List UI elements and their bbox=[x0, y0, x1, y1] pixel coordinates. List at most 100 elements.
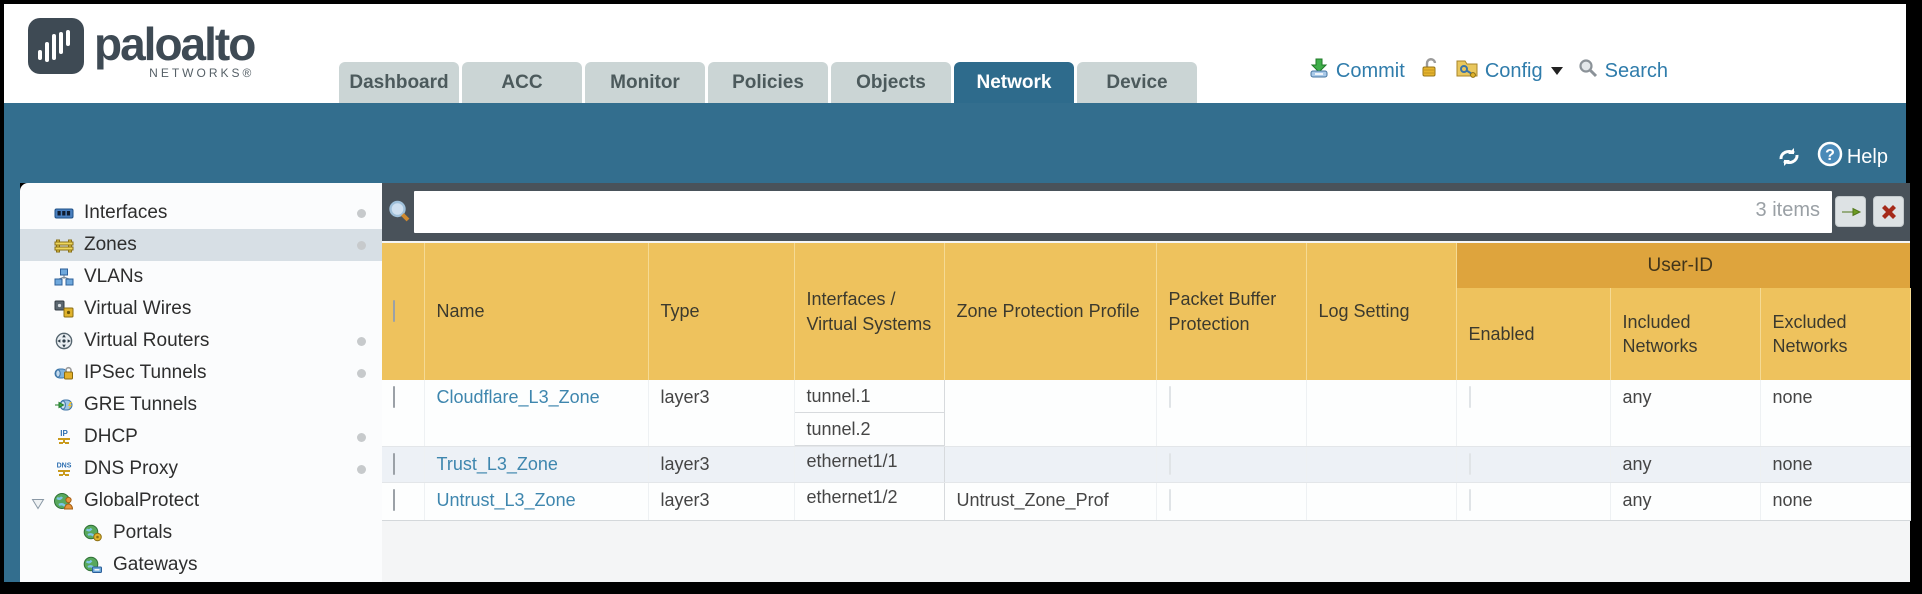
sidebar-item-virtual-routers[interactable]: Virtual Routers bbox=[20, 325, 382, 357]
globalprotect-icon bbox=[54, 491, 76, 511]
col-included-networks[interactable]: Included Networks bbox=[1610, 288, 1761, 380]
packet-buffer-protection-checkbox[interactable] bbox=[1168, 386, 1171, 408]
zones-table: Name Type Interfaces / Virtual Systems Z… bbox=[382, 243, 1911, 521]
chevron-down-icon bbox=[1550, 67, 1563, 75]
zone-interfaces: ethernet1/2 bbox=[793, 482, 945, 521]
col-type[interactable]: Type bbox=[648, 243, 795, 380]
filter-search-icon bbox=[387, 199, 413, 230]
zone-row-trust: Trust_L3_Zone layer3 ethernet1/1 any non… bbox=[382, 446, 1911, 483]
tab-monitor[interactable]: Monitor bbox=[585, 62, 705, 103]
col-log-setting[interactable]: Log Setting bbox=[1306, 243, 1457, 380]
row-select-cell bbox=[382, 482, 425, 521]
excluded-networks: none bbox=[1760, 446, 1911, 483]
help-button[interactable]: ? Help bbox=[1817, 141, 1888, 173]
lock-icon[interactable] bbox=[1419, 57, 1441, 85]
sidebar-item-virtual-wires[interactable]: Virtual Wires bbox=[20, 293, 382, 325]
col-interfaces[interactable]: Interfaces / Virtual Systems bbox=[794, 243, 945, 380]
tab-device[interactable]: Device bbox=[1077, 62, 1197, 103]
col-name[interactable]: Name bbox=[424, 243, 649, 380]
sidebar-item-interfaces[interactable]: Interfaces bbox=[20, 197, 382, 229]
commit-icon bbox=[1308, 57, 1330, 85]
packet-buffer-protection-checkbox[interactable] bbox=[1168, 453, 1171, 475]
left-edge-strip bbox=[4, 183, 20, 582]
zone-type: layer3 bbox=[648, 482, 795, 521]
sidebar-item-dhcp[interactable]: IP DHCP bbox=[20, 421, 382, 453]
tab-dashboard[interactable]: Dashboard bbox=[339, 62, 459, 103]
zone-name-link[interactable]: Trust_L3_Zone bbox=[436, 454, 558, 474]
filter-searchbox: 3 items bbox=[414, 191, 1832, 233]
zone-interfaces: ethernet1/1 bbox=[793, 446, 945, 483]
row-select-cell bbox=[382, 446, 425, 483]
tab-objects[interactable]: Objects bbox=[831, 62, 951, 103]
sidebar-item-globalprotect[interactable]: GlobalProtect bbox=[20, 485, 382, 517]
gateways-icon bbox=[83, 555, 105, 575]
log-setting bbox=[1306, 446, 1457, 483]
filter-input[interactable] bbox=[422, 195, 1732, 229]
svg-text:?: ? bbox=[1825, 147, 1835, 164]
zones-content-pane: 3 items bbox=[382, 183, 1911, 582]
zone-type: layer3 bbox=[648, 446, 795, 483]
col-enabled[interactable]: Enabled bbox=[1456, 288, 1611, 380]
row-checkbox[interactable] bbox=[393, 453, 395, 475]
brand-subtitle: NETWORKS® bbox=[149, 66, 255, 80]
sidebar-item-dns-proxy[interactable]: DNS DNS Proxy bbox=[20, 453, 382, 485]
row-select-cell bbox=[382, 380, 425, 447]
header-utilities: Commit Con bbox=[1308, 54, 1668, 88]
log-setting bbox=[1306, 380, 1457, 447]
user-id-enabled-checkbox[interactable] bbox=[1468, 386, 1471, 408]
network-nav-sidebar: Interfaces Zones bbox=[20, 183, 382, 582]
zone-interfaces: tunnel.1 tunnel.2 bbox=[793, 380, 945, 447]
excluded-networks: none bbox=[1760, 380, 1911, 447]
sidebar-item-portals[interactable]: Portals bbox=[20, 517, 382, 549]
tab-policies[interactable]: Policies bbox=[708, 62, 828, 103]
main-tab-bar: Dashboard ACC Monitor Policies Objects N… bbox=[339, 62, 1200, 103]
gre-tunnels-icon bbox=[54, 395, 76, 415]
col-excluded-networks[interactable]: Excluded Networks bbox=[1760, 288, 1911, 380]
interface-entry: tunnel.1 bbox=[794, 380, 944, 413]
refresh-icon[interactable] bbox=[1775, 144, 1803, 170]
clear-filter-button[interactable] bbox=[1873, 196, 1904, 227]
paloalto-logo: paloalto NETWORKS® bbox=[28, 18, 256, 80]
included-networks: any bbox=[1610, 482, 1761, 521]
user-id-enabled-checkbox[interactable] bbox=[1468, 489, 1471, 511]
tab-network[interactable]: Network bbox=[954, 62, 1074, 103]
zone-name-link[interactable]: Untrust_L3_Zone bbox=[436, 490, 576, 510]
sidebar-item-ipsec-tunnels[interactable]: IPSec Tunnels bbox=[20, 357, 382, 389]
item-dot bbox=[357, 433, 366, 442]
interface-entry: ethernet1/1 bbox=[806, 451, 898, 471]
sidebar-item-gateways[interactable]: Gateways bbox=[20, 549, 382, 581]
expand-triangle-icon[interactable] bbox=[31, 494, 45, 516]
zone-protection-profile: Untrust_Zone_Prof bbox=[944, 482, 1157, 521]
top-header: paloalto NETWORKS® Dashboard ACC Monitor… bbox=[4, 4, 1906, 103]
portals-icon bbox=[83, 523, 105, 543]
help-icon: ? bbox=[1817, 141, 1843, 173]
row-checkbox[interactable] bbox=[393, 489, 395, 511]
log-setting bbox=[1306, 482, 1457, 521]
interface-entry: tunnel.2 bbox=[794, 413, 944, 446]
apply-filter-button[interactable] bbox=[1835, 196, 1866, 227]
select-all-checkbox[interactable] bbox=[393, 300, 395, 323]
excluded-networks: none bbox=[1760, 482, 1911, 521]
zone-row-cloudflare: Cloudflare_L3_Zone layer3 tunnel.1 tunne… bbox=[382, 380, 1911, 447]
sidebar-item-vlans[interactable]: VLANs bbox=[20, 261, 382, 293]
svg-text:DNS: DNS bbox=[57, 463, 72, 470]
config-icon bbox=[1455, 57, 1479, 85]
tab-acc[interactable]: ACC bbox=[462, 62, 582, 103]
col-packet-buffer-protection[interactable]: Packet Buffer Protection bbox=[1156, 243, 1307, 380]
filter-bar: 3 items bbox=[382, 183, 1910, 241]
search-button[interactable]: Search bbox=[1577, 57, 1668, 85]
col-zone-protection-profile[interactable]: Zone Protection Profile bbox=[944, 243, 1157, 380]
zone-type: layer3 bbox=[648, 380, 795, 447]
item-dot bbox=[357, 337, 366, 346]
item-dot bbox=[357, 209, 366, 218]
search-icon bbox=[1577, 57, 1599, 85]
config-menu[interactable]: Config bbox=[1455, 57, 1563, 85]
row-checkbox[interactable] bbox=[393, 386, 395, 408]
sidebar-item-zones[interactable]: Zones bbox=[20, 229, 382, 261]
packet-buffer-protection-checkbox[interactable] bbox=[1168, 489, 1171, 511]
user-id-enabled-checkbox[interactable] bbox=[1468, 453, 1471, 475]
commit-button[interactable]: Commit bbox=[1308, 57, 1405, 85]
sidebar-item-gre-tunnels[interactable]: GRE Tunnels bbox=[20, 389, 382, 421]
zone-name-link[interactable]: Cloudflare_L3_Zone bbox=[436, 387, 600, 407]
